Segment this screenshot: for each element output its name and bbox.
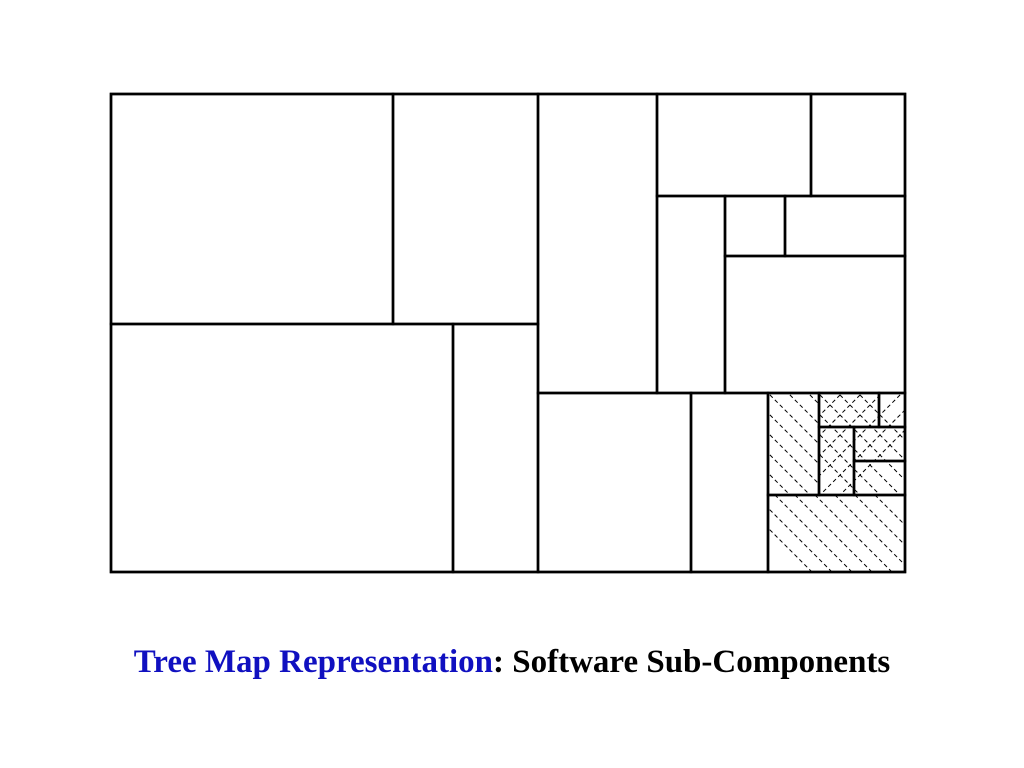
treemap-cell [783, 194, 907, 258]
slide-caption: Tree Map Representation: Software Sub-Co… [0, 640, 1024, 684]
treemap-outer-frame [109, 92, 907, 574]
hatch-region-c [819, 393, 905, 495]
treemap-cell-hatched [817, 391, 881, 429]
treemap-diagram [109, 92, 907, 574]
treemap-cell [655, 92, 813, 198]
treemap-cell [451, 322, 540, 574]
treemap-cell [536, 391, 693, 574]
treemap-cell-hatched [877, 391, 907, 429]
treemap-cell [809, 92, 907, 198]
treemap-cell-hatched [766, 493, 907, 574]
treemap-cell [723, 194, 787, 258]
treemap-cell [109, 92, 395, 326]
treemap-cell [536, 92, 659, 395]
treemap-cell [723, 254, 907, 395]
treemap-cell [689, 391, 770, 574]
treemap-cell-hatched [852, 459, 907, 497]
treemap-cell [391, 92, 540, 326]
treemap-cell [655, 194, 727, 395]
hatch-region-a [768, 393, 819, 495]
hatch-region-b [768, 495, 905, 572]
caption-title: Tree Map Representation [133, 644, 493, 680]
caption-subtitle: : Software Sub-Components [493, 644, 891, 680]
treemap-cell-hatched [766, 391, 821, 497]
treemap-cell-hatched [817, 425, 856, 497]
treemap-cell [109, 322, 455, 574]
